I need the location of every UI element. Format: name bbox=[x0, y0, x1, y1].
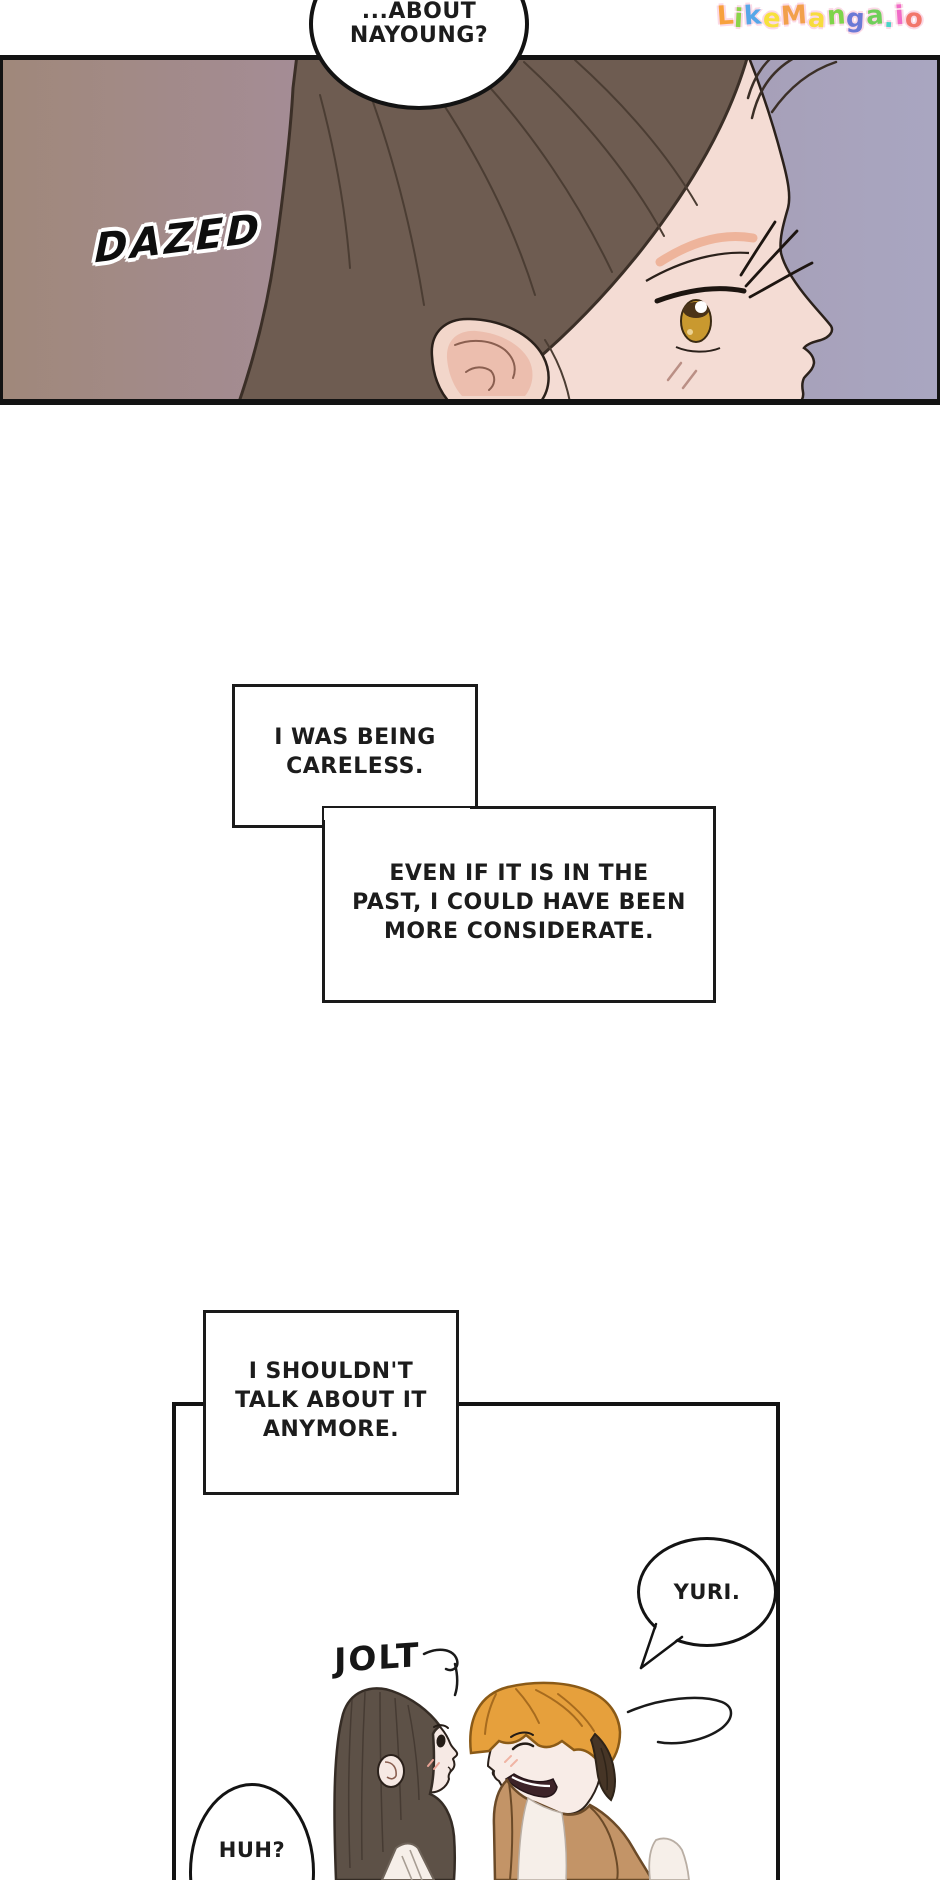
narration-box-1: I WAS BEING CARELESS. bbox=[232, 684, 478, 828]
speech-line: ...ABOUT bbox=[361, 0, 477, 24]
narration-line: ANYMORE. bbox=[262, 1417, 400, 1442]
narration-line: I WAS BEING bbox=[274, 725, 436, 750]
speech-line: HUH? bbox=[218, 1838, 286, 1862]
narration-box-2: EVEN IF IT IS IN THE PAST, I COULD HAVE … bbox=[322, 806, 716, 1003]
woman-profile-illustration bbox=[0, 55, 940, 405]
box-overlap-patch bbox=[324, 808, 470, 820]
narration-line: PAST, I COULD HAVE BEEN bbox=[352, 890, 686, 915]
narration-line: CARELESS. bbox=[286, 754, 424, 779]
watermark-letter: n bbox=[825, 0, 848, 32]
watermark-letter: k bbox=[743, 0, 764, 32]
narration-line: EVEN IF IT IS IN THE bbox=[389, 861, 649, 886]
watermark-letter: e bbox=[761, 3, 782, 35]
watermark-letter: M bbox=[780, 0, 810, 32]
watermark-letter: L bbox=[715, 0, 736, 32]
watermark: LikeManga.io bbox=[715, 0, 925, 35]
girl-illustration bbox=[333, 1687, 459, 1880]
boy-illustration bbox=[469, 1681, 690, 1880]
bottom-panel-border bbox=[172, 1402, 780, 1880]
narration-line: TALK ABOUT IT bbox=[235, 1388, 427, 1413]
narration-box-3: I SHOULDN'T TALK ABOUT IT ANYMORE. bbox=[203, 1310, 459, 1495]
speech-line: NAYOUNG? bbox=[349, 23, 489, 48]
watermark-letter: a bbox=[864, 0, 886, 32]
watermark-letter: a bbox=[807, 3, 828, 35]
watermark-letter: o bbox=[904, 3, 925, 35]
bubble-tails-overlay bbox=[422, 1618, 733, 1745]
narration-line: MORE CONSIDERATE. bbox=[384, 919, 654, 944]
narration-line: I SHOULDN'T bbox=[248, 1359, 414, 1384]
speech-line: YURI. bbox=[673, 1580, 741, 1604]
watermark-letter: g bbox=[845, 3, 867, 35]
